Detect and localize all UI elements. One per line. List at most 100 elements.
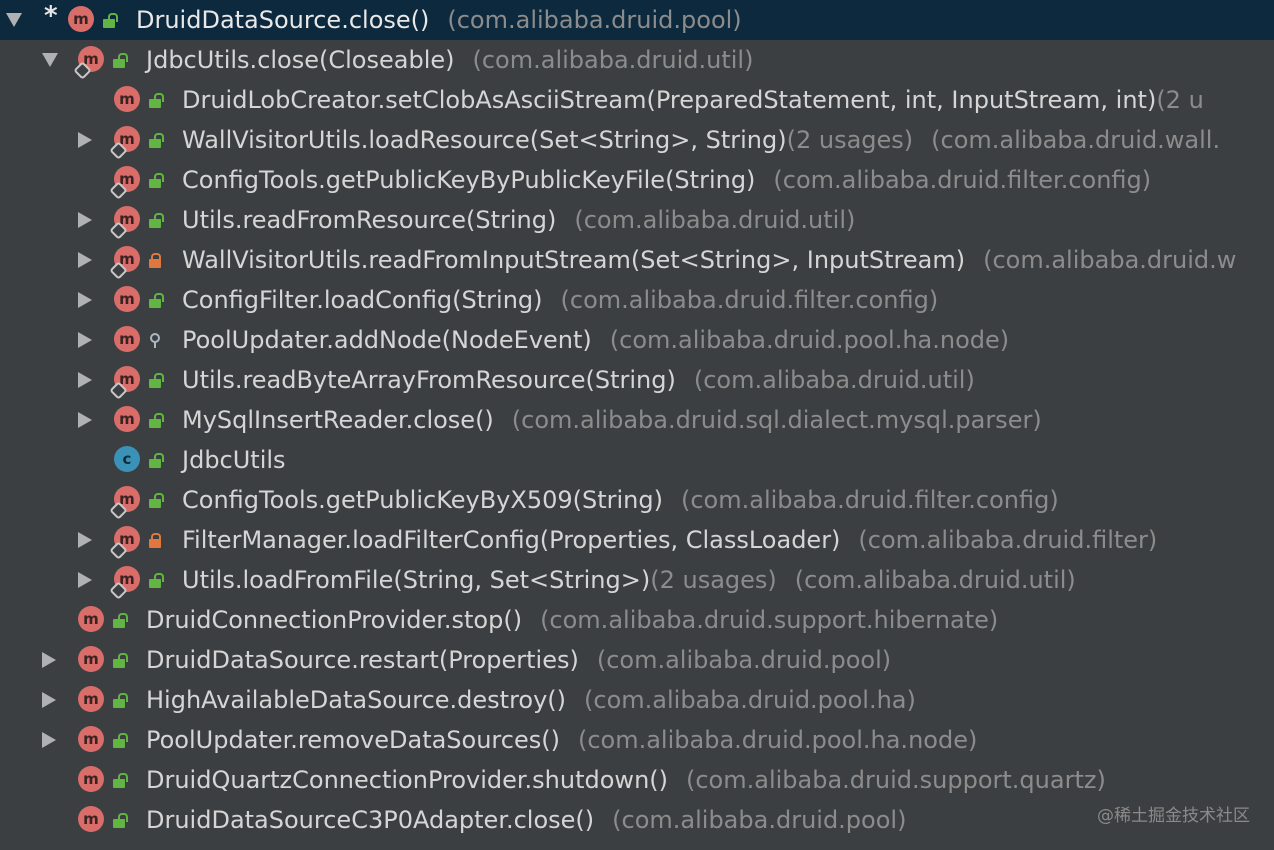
node-label: WallVisitorUtils.loadResource(Set<String… (182, 126, 1220, 154)
method-signature: FilterManager.loadFilterConfig(Propertie… (182, 526, 841, 554)
method-signature: PoolUpdater.removeDataSources() (146, 726, 560, 754)
tree-node[interactable]: m WallVisitorUtils.readFromInputStream(Se… (0, 240, 1274, 280)
package-name: (com.alibaba.druid.support.hibernate) (540, 606, 999, 634)
method-signature: JdbcUtils (182, 446, 286, 474)
method-signature: Utils.loadFromFile(String, Set<String>) (182, 566, 651, 594)
package-name: (com.alibaba.druid.w (983, 246, 1237, 274)
method-signature: PoolUpdater.addNode(NodeEvent) (182, 326, 592, 354)
node-label: JdbcUtils.close(Closeable) (com.alibaba.d… (146, 46, 753, 74)
method-icon: m (114, 406, 142, 434)
package-name: (com.alibaba.druid.filter.config) (680, 486, 1059, 514)
method-icon: m (114, 326, 142, 354)
method-icon: m (78, 806, 106, 834)
tree-node[interactable]: m ConfigFilter.loadConfig(String) (com.ali… (0, 280, 1274, 320)
package-name: (com.alibaba.druid.filter.config) (560, 286, 939, 314)
tree-node[interactable]: m Utils.readByteArrayFromResource(String)… (0, 360, 1274, 400)
node-label: DruidDataSource.restart(Properties)(com.… (146, 646, 891, 674)
node-label: Utils.readFromResource(String) (com.aliba… (182, 206, 855, 234)
node-label: DruidLobCreator.setClobAsAsciiStream(Pre… (182, 86, 1204, 114)
method-icon: m (109, 166, 142, 200)
tree-node[interactable]: m HighAvailableDataSource.destroy()(com.a… (0, 680, 1274, 720)
method-signature: Utils.readFromResource(String) (182, 206, 557, 234)
package-name: (com.alibaba.druid.sql.dialect.mysql.par… (511, 406, 1042, 434)
method-signature: DruidDataSource.restart(Properties) (146, 646, 579, 674)
package-name: (com.alibaba.druid.filter.config) (773, 166, 1152, 194)
node-label: HighAvailableDataSource.destroy()(com.al… (146, 686, 916, 714)
method-icon: m (68, 6, 96, 34)
node-label: DruidDataSourceC3P0Adapter.close() (com.a… (146, 806, 906, 834)
method-signature: DruidConnectionProvider.stop() (146, 606, 523, 634)
usage-count: (2 usages) (650, 566, 777, 594)
node-label: PoolUpdater.addNode(NodeEvent) (com.aliba… (182, 326, 1009, 354)
node-label: WallVisitorUtils.readFromInputStream(Set… (182, 246, 1236, 274)
method-signature: DruidLobCreator.setClobAsAsciiStream(Pre… (182, 86, 1157, 114)
package-name: (com.alibaba.druid.pool) (612, 806, 907, 834)
tree-node[interactable]: m MySqlInsertReader.close() (com.alibaba.d… (0, 400, 1274, 440)
method-signature: WallVisitorUtils.readFromInputStream(Set… (182, 246, 966, 274)
method-signature: ConfigFilter.loadConfig(String) (182, 286, 543, 314)
package-name: (com.alibaba.druid.filter) (858, 526, 1158, 554)
method-icon: m (109, 526, 142, 560)
method-signature: JdbcUtils.close(Closeable) (146, 46, 455, 74)
usage-count: (2 u (1156, 86, 1204, 114)
node-label: ConfigTools.getPublicKeyByX509(String) (c… (182, 486, 1059, 514)
expand-arrow-right-icon[interactable] (42, 692, 56, 708)
node-label: PoolUpdater.removeDataSources() (com.alib… (146, 726, 977, 754)
method-signature: WallVisitorUtils.loadResource(Set<String… (182, 126, 787, 154)
method-icon: m (114, 286, 142, 314)
expand-arrow-down-icon[interactable] (42, 53, 58, 67)
node-label: DruidConnectionProvider.stop() (com.aliba… (146, 606, 998, 634)
expand-arrow-right-icon[interactable] (78, 332, 92, 348)
node-label: Utils.readByteArrayFromResource(String) (… (182, 366, 975, 394)
watermark: @稀土掘金技术社区 (1097, 806, 1250, 826)
tree-node[interactable]: m DruidLobCreator.setClobAsAsciiStream(Pr… (0, 80, 1274, 120)
method-icon: m (109, 366, 142, 400)
package-name: (com.alibaba.druid.pool.ha.node) (609, 326, 1010, 354)
expand-arrow-right-icon[interactable] (42, 652, 56, 668)
package-name: (com.alibaba.druid.util) (472, 46, 754, 74)
tree-node[interactable]: m FilterManager.loadFilterConfig(Properti… (0, 520, 1274, 560)
expand-arrow-right-icon[interactable] (78, 372, 92, 388)
tree-node[interactable]: m PoolUpdater.addNode(NodeEvent) (com.alib… (0, 320, 1274, 360)
expand-arrow-right-icon[interactable] (78, 412, 92, 428)
expand-arrow-right-icon[interactable] (78, 212, 92, 228)
package-name: (com.alibaba.druid.util) (693, 366, 975, 394)
expand-arrow-right-icon[interactable] (78, 572, 92, 588)
node-label: MySqlInsertReader.close() (com.alibaba.dr… (182, 406, 1042, 434)
expand-arrow-right-icon[interactable] (78, 532, 92, 548)
method-signature: MySqlInsertReader.close() (182, 406, 494, 434)
expand-arrow-down-icon[interactable] (6, 13, 22, 27)
method-signature: DruidQuartzConnectionProvider.shutdown() (146, 766, 668, 794)
method-icon: m (109, 246, 142, 280)
expand-arrow-right-icon[interactable] (42, 732, 56, 748)
method-signature: DruidDataSourceC3P0Adapter.close() (146, 806, 595, 834)
method-icon: m (114, 86, 142, 114)
method-signature: ConfigTools.getPublicKeyByX509(String) (182, 486, 663, 514)
method-signature: DruidDataSource.close() (136, 6, 430, 34)
node-label: ConfigFilter.loadConfig(String) (com.alib… (182, 286, 938, 314)
tree-node[interactable]: m ConfigTools.getPublicKeyByPublicKeyFile… (0, 160, 1274, 200)
expand-arrow-right-icon[interactable] (78, 132, 92, 148)
method-icon: m (78, 766, 106, 794)
tree-node[interactable]: m DruidDataSourceC3P0Adapter.close() (com.… (0, 800, 1274, 840)
method-signature: Utils.readByteArrayFromResource(String) (182, 366, 676, 394)
package-name: (com.alibaba.druid.pool.ha.node) (577, 726, 978, 754)
expand-arrow-right-icon[interactable] (78, 252, 92, 268)
tree-node[interactable]: m DruidQuartzConnectionProvider.shutdown(… (0, 760, 1274, 800)
package-name: (com.alibaba.druid.util) (574, 206, 856, 234)
package-name: (com.alibaba.druid.support.quartz) (686, 766, 1106, 794)
expand-arrow-right-icon[interactable] (78, 292, 92, 308)
node-label: ConfigTools.getPublicKeyByPublicKeyFile(… (182, 166, 1151, 194)
method-icon: m (78, 686, 106, 714)
